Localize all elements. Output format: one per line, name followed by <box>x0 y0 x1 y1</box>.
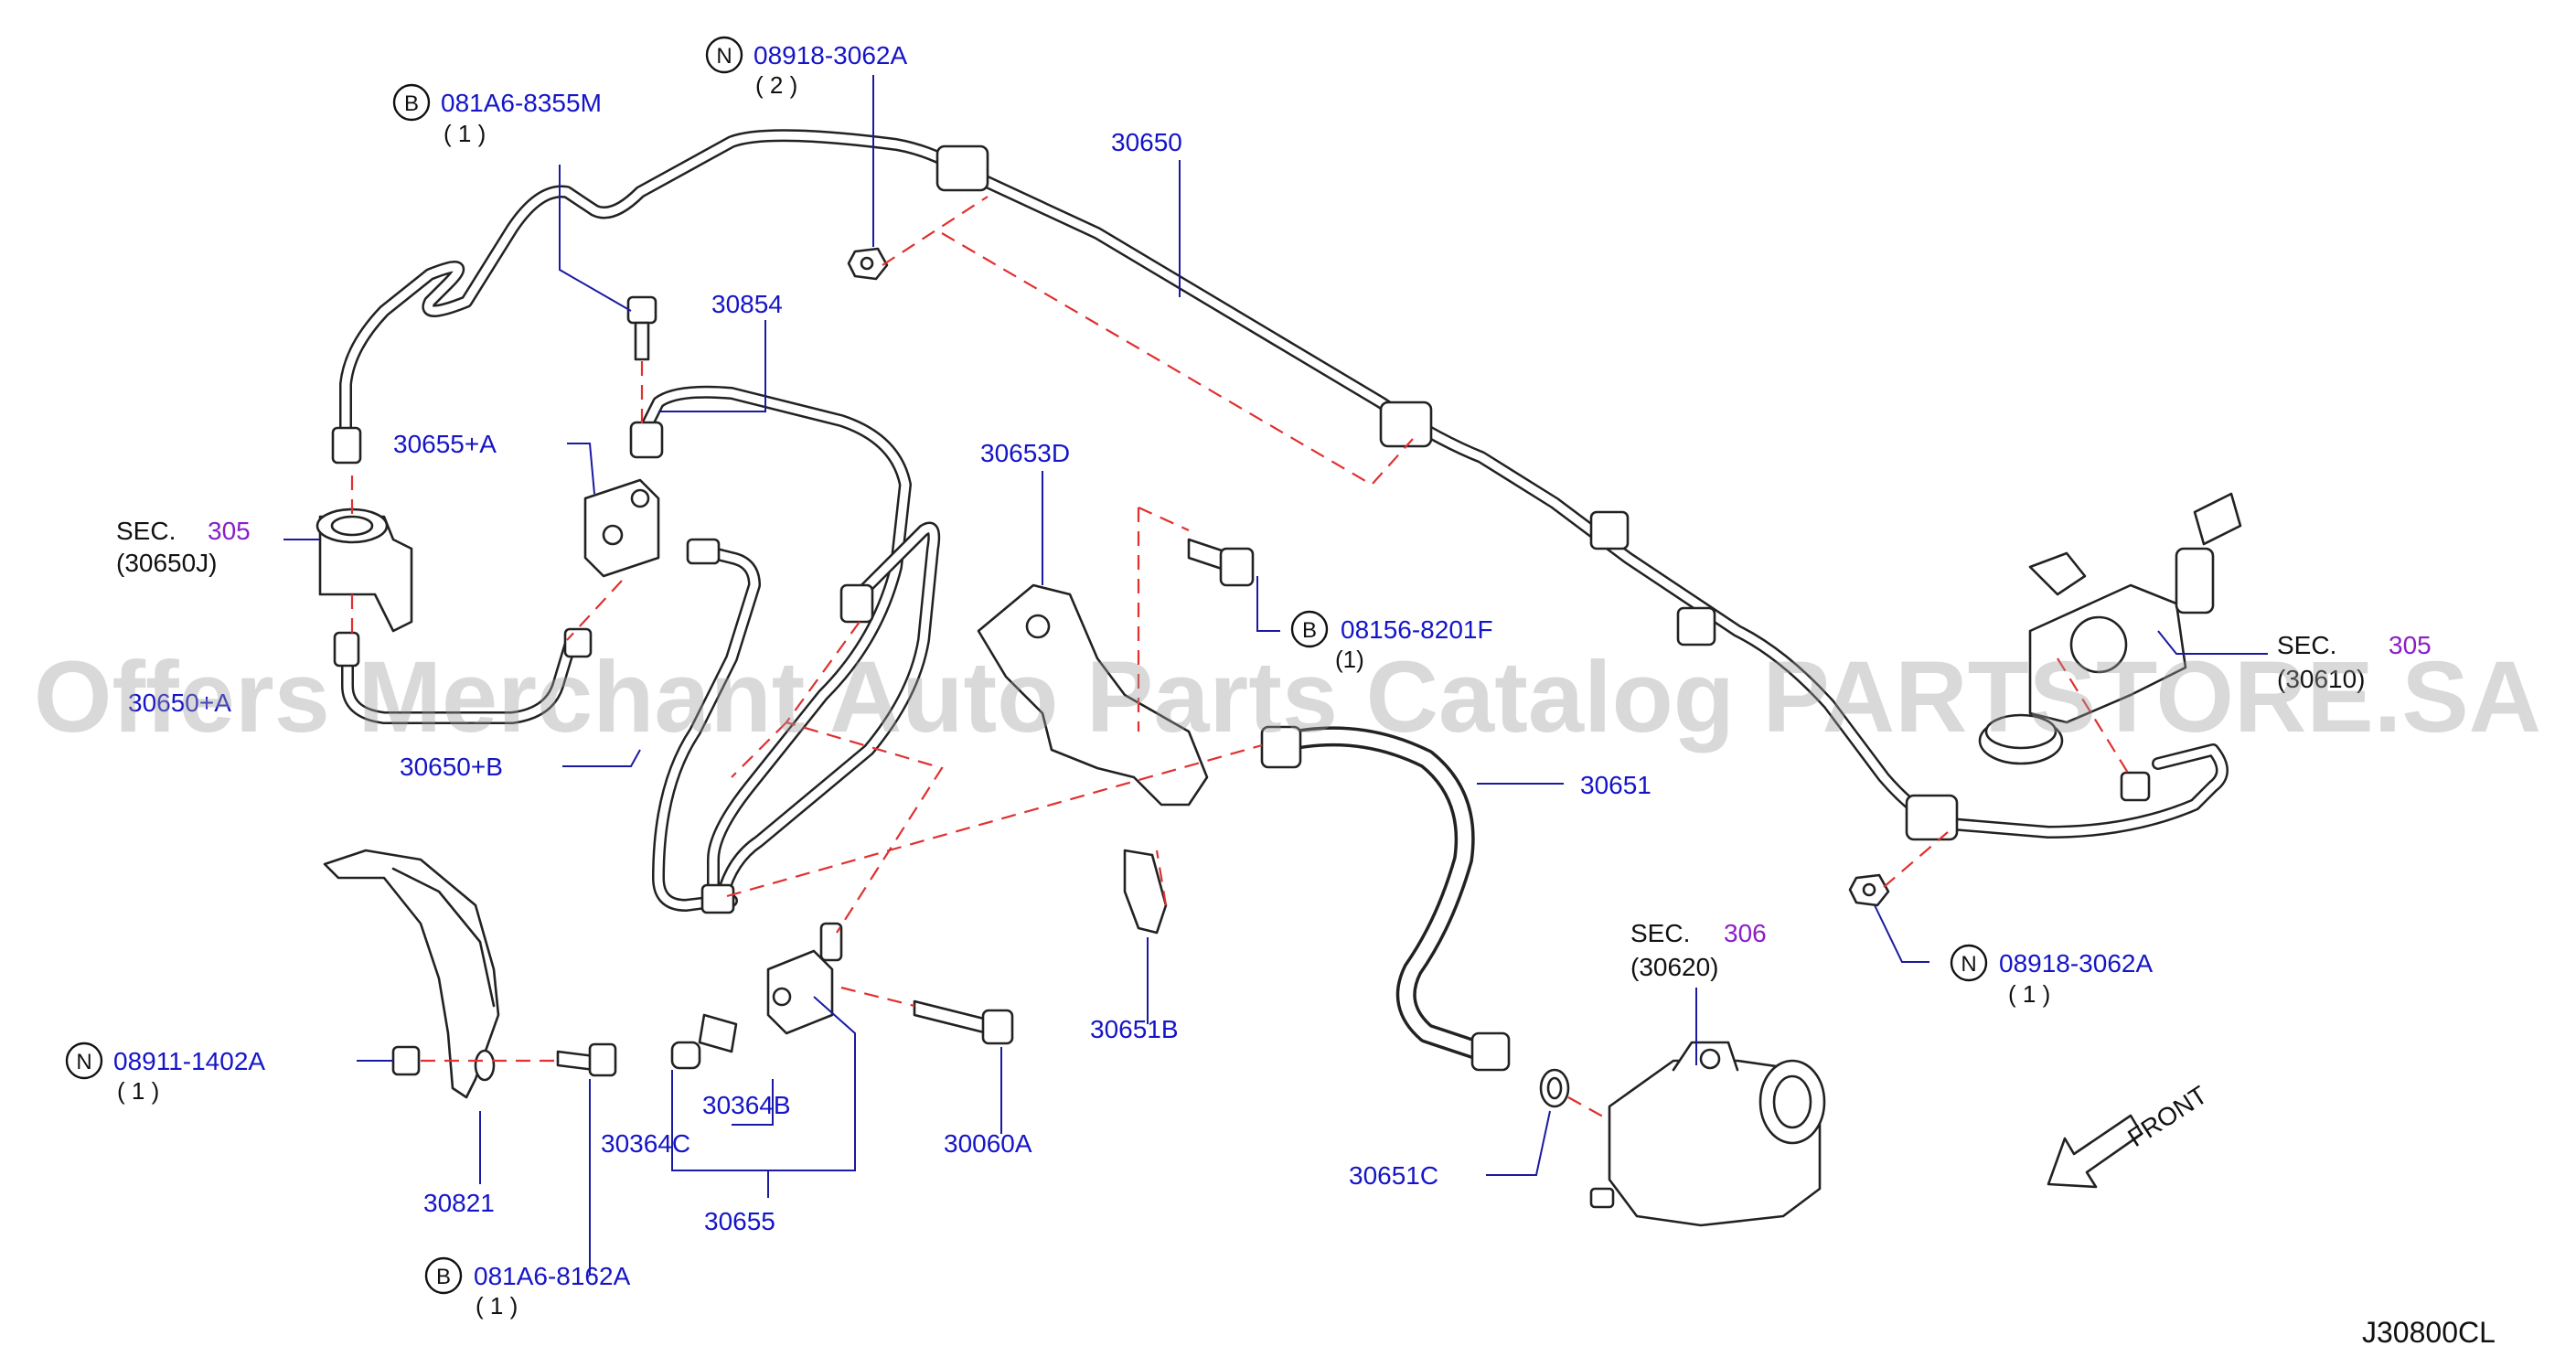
callout-081a6-8355m[interactable]: B 081A6-8355M ( 1 ) <box>392 83 602 147</box>
nut-icon <box>847 247 889 281</box>
callout-08911-1402a[interactable]: N 08911-1402A ( 1 ) <box>65 1042 265 1105</box>
quantity: ( 2 ) <box>755 71 797 99</box>
badge-letter: N <box>716 44 732 69</box>
label-30651c[interactable]: 30651C <box>1349 1161 1438 1190</box>
front-indicator: FRONT <box>2047 1081 2212 1189</box>
nut-badge-icon <box>65 1042 103 1080</box>
section-ref-306[interactable]: SEC. 306 (30620) <box>1630 919 1767 981</box>
label-30651[interactable]: 30651 <box>1580 771 1651 799</box>
badge-letter: B <box>436 1265 451 1289</box>
section-ref: (30620) <box>1630 953 1719 981</box>
label-30854[interactable]: 30854 <box>711 290 783 318</box>
quantity: ( 1 ) <box>476 1292 518 1320</box>
badge-letter: N <box>76 1050 91 1074</box>
junction-block-30655-icon <box>766 922 843 1035</box>
bracket-30821-icon <box>323 849 500 1099</box>
diagram-code: J30800CL <box>2362 1316 2496 1349</box>
nut-badge-icon <box>705 36 743 74</box>
nut-08918-right-icon <box>1848 873 1890 907</box>
quantity: (1) <box>1335 646 1364 673</box>
quantity: ( 1 ) <box>444 120 486 147</box>
bolt-badge-icon <box>1290 610 1329 648</box>
watermark-text: Offers Merchant Auto Parts Catalog PARTS… <box>34 641 2541 753</box>
label-30650b[interactable]: 30650+B <box>400 753 503 781</box>
section-ref: (30610) <box>2277 665 2366 693</box>
part-number: 08918-3062A <box>1999 949 2153 978</box>
sec305-reservoir-icon <box>315 508 413 633</box>
label-30650[interactable]: 30650 <box>1111 128 1182 156</box>
front-arrow-icon <box>2047 1114 2143 1189</box>
pipe-30650a-lower[interactable] <box>341 634 578 724</box>
label-30655[interactable]: 30655 <box>704 1207 775 1235</box>
callout-08918-3062a-top[interactable]: N 08918-3062A ( 2 ) <box>705 36 907 99</box>
front-label: FRONT <box>2122 1081 2212 1153</box>
label-30653d[interactable]: 30653D <box>980 439 1070 467</box>
part-number: 08918-3062A <box>754 41 907 69</box>
fitting-nut-icon <box>331 421 2151 1072</box>
o-ring-icon <box>1539 1068 1570 1108</box>
hose-30651[interactable] <box>1261 726 1491 1062</box>
pipe-30650[interactable] <box>339 129 2229 839</box>
label-30364b[interactable]: 30364B <box>702 1091 791 1119</box>
label-30655a[interactable]: 30655+A <box>393 430 497 458</box>
callout-08156-8201f[interactable]: B 08156-8201F (1) <box>1290 610 1493 673</box>
section-ref-305-left[interactable]: SEC. 305 (30650J) <box>116 517 251 577</box>
section-prefix: SEC. <box>2277 631 2336 659</box>
master-cylinder-icon <box>1978 492 2242 765</box>
bolt-081a6-8162a-icon <box>556 1042 617 1077</box>
section-prefix: SEC. <box>1630 919 1690 947</box>
part-number: 081A6-8162A <box>474 1262 631 1290</box>
clip-30651b-icon <box>1123 849 1168 935</box>
badge-letter: B <box>404 91 419 116</box>
section-number: 305 <box>208 517 251 545</box>
section-prefix: SEC. <box>116 517 176 545</box>
leader-lines <box>283 75 2268 1276</box>
part-number: 081A6-8355M <box>441 89 602 117</box>
pipe-clip <box>935 144 1959 841</box>
section-ref-305-right[interactable]: SEC. 305 (30610) <box>2277 631 2432 693</box>
bolt-badge-icon <box>424 1256 463 1295</box>
label-30651b[interactable]: 30651B <box>1090 1015 1179 1043</box>
bolt-icon <box>626 295 657 361</box>
nut-08911-icon <box>391 1045 421 1076</box>
section-ref: (30650J) <box>116 549 218 577</box>
label-30060a[interactable]: 30060A <box>944 1129 1032 1158</box>
part-number: 08156-8201F <box>1341 615 1493 644</box>
bolt-08156-icon <box>1187 538 1255 587</box>
part-number: 08911-1402A <box>113 1047 265 1075</box>
label-30364c[interactable]: 30364C <box>601 1129 690 1158</box>
assembly-dash-lines <box>350 196 2132 1121</box>
section-number: 306 <box>1724 919 1767 947</box>
callout-08918-3062a-right[interactable]: N 08918-3062A ( 1 ) <box>1950 944 2153 1008</box>
bolt-30060a-icon <box>913 999 1014 1045</box>
badge-letter: B <box>1302 618 1317 643</box>
slave-cylinder-icon <box>1589 1041 1826 1227</box>
junction-block-30655a-icon <box>583 478 660 578</box>
bleeder-screw-icon <box>670 1013 738 1070</box>
quantity: ( 1 ) <box>2008 980 2050 1008</box>
label-30821[interactable]: 30821 <box>423 1189 495 1217</box>
label-30650a[interactable]: 30650+A <box>128 689 231 717</box>
nut-badge-icon <box>1950 944 1988 982</box>
callout-081a6-8162a[interactable]: B 081A6-8162A ( 1 ) <box>424 1256 631 1320</box>
quantity: ( 1 ) <box>117 1077 159 1105</box>
bolt-badge-icon <box>392 83 431 122</box>
section-number: 305 <box>2389 631 2432 659</box>
bracket-30653d-icon <box>977 583 1209 807</box>
pipe-30854[interactable] <box>634 385 941 912</box>
badge-letter: N <box>1961 952 1976 977</box>
